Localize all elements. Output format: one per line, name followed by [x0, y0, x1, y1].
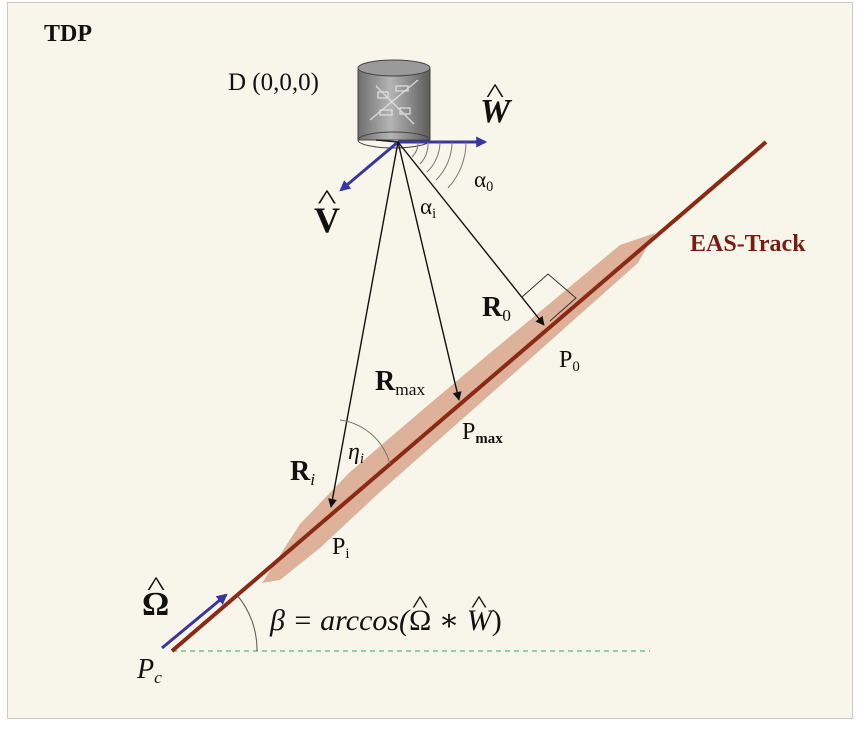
beta-formula: β = arccos(Ω ∗ W): [270, 606, 502, 636]
p0-label: P0: [559, 347, 580, 376]
omega-vector-label: Ω: [142, 588, 169, 622]
etai-label: ηi: [348, 439, 365, 468]
rmax-label: Rmax: [375, 366, 426, 399]
ri-label: Ri: [290, 456, 316, 489]
pmax-label: Pmax: [462, 419, 503, 448]
ray-r0: [397, 141, 545, 326]
ray-ri: [328, 141, 399, 508]
alphai-label: αi: [420, 194, 437, 222]
r0-label: R0: [482, 292, 511, 325]
ray-rmax: [397, 141, 462, 401]
eta-angle-arc: [339, 419, 391, 465]
alpha0-label: α0: [474, 167, 494, 195]
alpha-angle-arcs: [411, 141, 467, 189]
pi-label: Pi: [332, 534, 350, 563]
detector-label: D (0,0,0): [228, 69, 319, 96]
omega-vector: [161, 593, 228, 650]
v-vector-label: V: [314, 202, 340, 238]
w-vector-label: W: [480, 95, 510, 129]
right-angle-marker: [521, 273, 577, 322]
pc-label: Pc: [137, 654, 162, 687]
eas-track-line: [170, 140, 768, 653]
page-title: TDP: [44, 21, 92, 47]
eas-track-label: EAS-Track: [690, 231, 806, 257]
beta-angle-arc: [236, 594, 258, 652]
detector-cylinder: [357, 59, 431, 149]
v-vector: [339, 140, 399, 192]
origin-tick: [375, 139, 399, 143]
